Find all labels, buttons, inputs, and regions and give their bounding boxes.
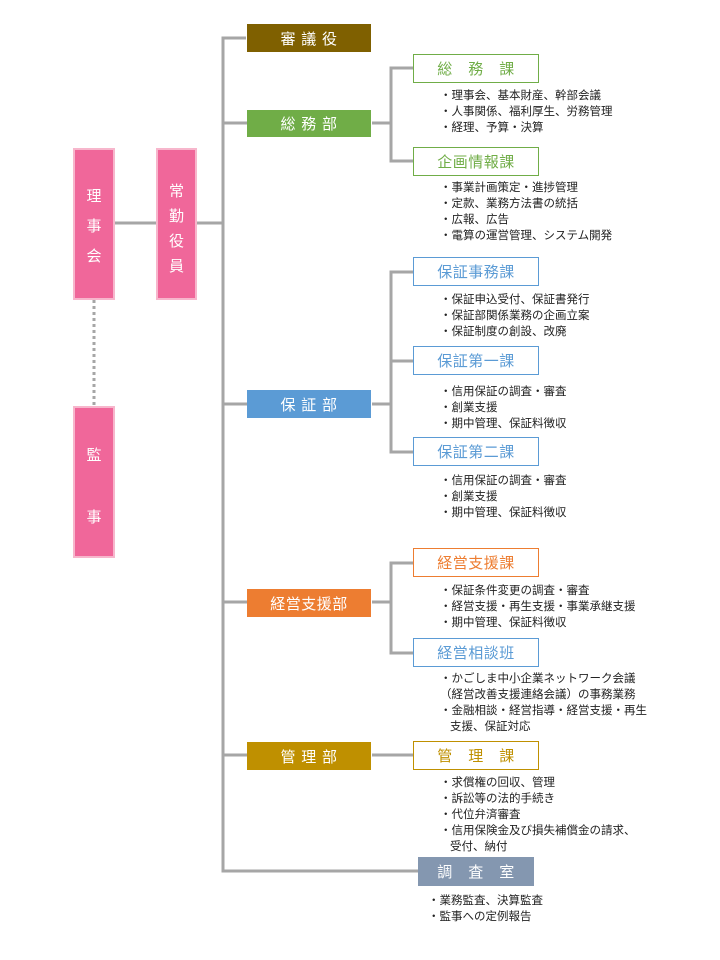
- board-char: 事: [86, 217, 102, 235]
- department-management-support: 経営支援部: [247, 589, 371, 617]
- department-general-affairs: 総 務 部: [247, 110, 371, 137]
- board-char: 理: [86, 187, 102, 205]
- duty-item: ・事業計画策定・進捗管理: [440, 180, 578, 194]
- duty-item: ・経理、予算・決算: [440, 120, 544, 134]
- duties-list-management-consultation: ・かごしま中小企業ネットワーク会議 （経営改善支援連絡会議）の事務業務 ・金融相…: [440, 670, 647, 734]
- section-management-support: 経営支援課: [413, 548, 539, 577]
- section-planning-information: 企画情報課: [413, 147, 539, 176]
- duty-item: ・監事への定例報告: [428, 909, 532, 923]
- department-management: 管 理 部: [247, 742, 371, 770]
- auditor-box: 監 事: [73, 406, 115, 558]
- duties-list-management-support: ・保証条件変更の調査・審査 ・経営支援・再生支援・事業承継支援 ・期中管理、保証…: [440, 582, 636, 630]
- auditor-char: 事: [86, 508, 102, 526]
- duty-item: ・信用保証の調査・審査: [440, 473, 567, 487]
- duty-item: （経営改善支援連絡会議）の事務業務: [440, 687, 636, 701]
- duties-list-management: ・求償権の回収、管理 ・訴訟等の法的手続き ・代位弁済審査 ・信用保険金及び損失…: [440, 774, 636, 854]
- duty-item: ・理事会、基本財産、幹部会議: [440, 88, 601, 102]
- duty-item: ・広報、広告: [440, 212, 509, 226]
- duty-item: ・業務監査、決算監査: [428, 893, 543, 907]
- councilor-box: 審 議 役: [247, 24, 371, 52]
- duty-item: ・保証制度の創設、改廃: [440, 324, 567, 338]
- duty-item: ・創業支援: [440, 400, 498, 414]
- general-branch: [389, 66, 413, 163]
- executive-char: 常: [168, 182, 184, 200]
- executive-char: 役: [168, 232, 184, 250]
- duty-item: ・創業支援: [440, 489, 498, 503]
- section-general-affairs: 総 務 課: [413, 54, 539, 83]
- duty-item: 支援、保証対応: [450, 719, 531, 733]
- section-guarantee-first: 保証第一課: [413, 346, 539, 375]
- duty-item: ・電算の運営管理、システム開発: [440, 228, 613, 242]
- section-management: 管 理 課: [413, 741, 539, 770]
- executive-char: 員: [168, 257, 184, 275]
- duty-item: ・期中管理、保証料徴収: [440, 416, 567, 430]
- duty-item: 受付、納付: [450, 839, 508, 853]
- duty-item: ・人事関係、福利厚生、労務管理: [440, 104, 613, 118]
- executive-box: 常 勤 役 員: [156, 148, 197, 300]
- duty-item: ・信用保証の調査・審査: [440, 384, 567, 398]
- auditor-char: 監: [86, 446, 102, 464]
- board-char: 会: [86, 247, 102, 265]
- duties-list-guarantee-administration: ・保証申込受付、保証書発行 ・保証部関係業務の企画立案 ・保証制度の創設、改廃: [440, 291, 590, 339]
- duty-item: ・保証申込受付、保証書発行: [440, 292, 590, 306]
- section-guarantee-administration: 保証事務課: [413, 257, 539, 286]
- duties-list-general-affairs: ・理事会、基本財産、幹部会議 ・人事関係、福利厚生、労務管理 ・経理、予算・決算: [440, 87, 613, 135]
- duty-item: ・信用保険金及び損失補償金の請求、: [440, 823, 636, 837]
- main-trunk-line: [221, 36, 418, 873]
- department-guarantee: 保 証 部: [247, 390, 371, 418]
- duty-item: ・期中管理、保証料徴収: [440, 505, 567, 519]
- duties-list-audit-office: ・業務監査、決算監査 ・監事への定例報告: [428, 892, 543, 924]
- duty-item: ・訴訟等の法的手続き: [440, 791, 555, 805]
- audit-office-box: 調 査 室: [418, 857, 534, 886]
- support-branch: [389, 561, 413, 655]
- duty-item: ・金融相談・経営指導・経営支援・再生: [440, 703, 647, 717]
- section-guarantee-second: 保証第二課: [413, 437, 539, 466]
- duty-item: ・期中管理、保証料徴収: [440, 615, 567, 629]
- duty-item: ・求償権の回収、管理: [440, 775, 555, 789]
- duty-item: ・かごしま中小企業ネットワーク会議: [440, 671, 636, 685]
- duties-list-planning-information: ・事業計画策定・進捗管理 ・定款、業務方法書の統括 ・広報、広告 ・電算の運営管…: [440, 179, 612, 243]
- executive-char: 勤: [168, 207, 184, 225]
- duties-list-guarantee-first: ・信用保証の調査・審査 ・創業支援 ・期中管理、保証料徴収: [440, 383, 567, 431]
- duty-item: ・保証条件変更の調査・審査: [440, 583, 590, 597]
- duty-item: ・保証部関係業務の企画立案: [440, 308, 590, 322]
- duty-item: ・定款、業務方法書の統括: [440, 196, 578, 210]
- duty-item: ・経営支援・再生支援・事業承継支援: [440, 599, 636, 613]
- duties-list-guarantee-second: ・信用保証の調査・審査 ・創業支援 ・期中管理、保証料徴収: [440, 472, 567, 520]
- board-box: 理 事 会: [73, 148, 115, 300]
- section-management-consultation: 経営相談班: [413, 638, 539, 667]
- duty-item: ・代位弁済審査: [440, 807, 521, 821]
